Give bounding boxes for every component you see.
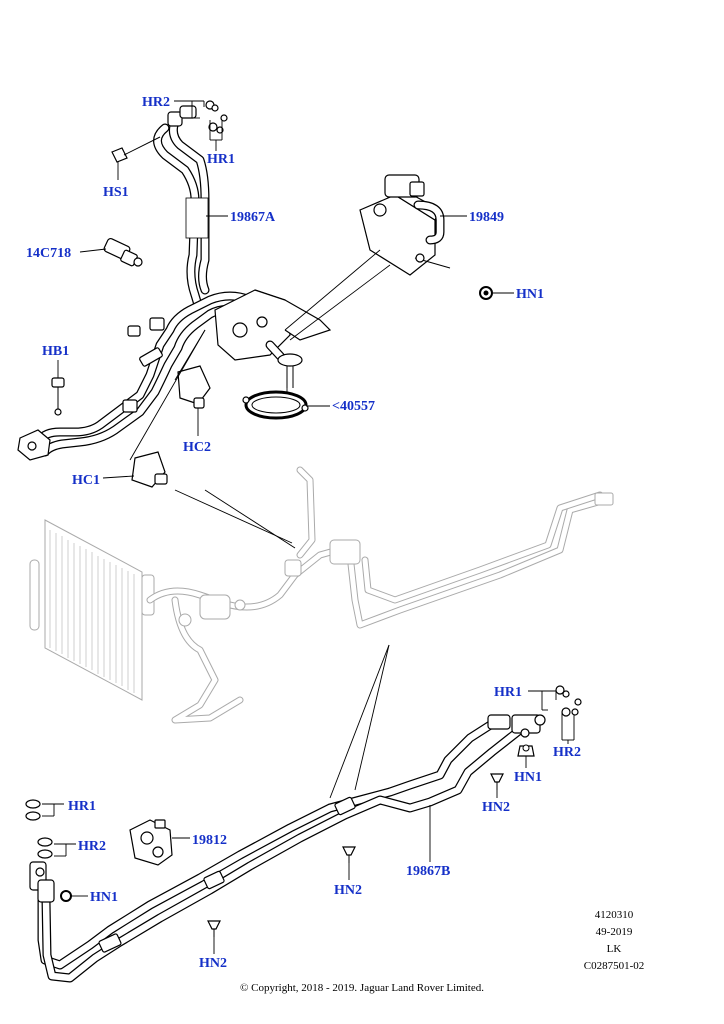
label-hr1-right: HR1 (494, 685, 522, 700)
lower-pipe-assembly (29, 714, 546, 983)
vehicle-assembly-ghost (29, 466, 614, 724)
label-hn1-left: HN1 (90, 890, 118, 905)
hn1-nut-top (479, 286, 493, 300)
label-hs1: HS1 (103, 185, 129, 200)
label-hb1: HB1 (42, 344, 69, 359)
hn2-pins (207, 773, 504, 937)
hr-clips-right (555, 685, 582, 717)
label-19867b: 19867B (406, 864, 450, 879)
hr-clips-top (205, 100, 228, 134)
label-hc1: HC1 (72, 473, 100, 488)
label-hr2-right: HR2 (553, 745, 581, 760)
hc2-sensor (177, 365, 211, 409)
part-labels: HR2 HR1 HS1 19867A 14C718 19849 HN1 HB1 … (26, 95, 581, 971)
hc1-sensor (131, 451, 168, 488)
label-19867a: 19867A (230, 210, 276, 225)
hn1-nut-left (60, 890, 72, 902)
drawing-number: 4120310 (594, 909, 634, 921)
drawing-info-block: 4120310 49-2019 LK C0287501-02 (570, 907, 658, 975)
gasket-40557 (242, 390, 309, 420)
label-19849: 19849 (469, 210, 504, 225)
label-hn2-bottom: HN2 (199, 956, 227, 971)
condenser-ghost (29, 519, 155, 701)
bracket-19812 (129, 819, 173, 866)
label-hn2-mid: HN2 (334, 883, 362, 898)
drawing-date: 49-2019 (595, 926, 633, 938)
copyright-text: © Copyright, 2018 - 2019. Jaguar Land Ro… (240, 982, 484, 994)
drawing-code: LK (606, 943, 622, 955)
leader-lines (42, 100, 575, 954)
label-40557: <40557 (332, 399, 375, 414)
label-hr2-left: HR2 (78, 839, 106, 854)
label-hr1-left: HR1 (68, 799, 96, 814)
label-hc2: HC2 (183, 440, 211, 455)
valve-19849 (359, 174, 451, 276)
label-hr1-top: HR1 (207, 152, 235, 167)
label-hr2-top: HR2 (142, 95, 170, 110)
label-19812: 19812 (192, 833, 227, 848)
central-block (214, 289, 332, 388)
label-hn1-top: HN1 (516, 287, 544, 302)
hr-clips-left (25, 799, 53, 859)
label-14c718: 14C718 (26, 246, 71, 261)
drawing-reference: C0287501-02 (583, 960, 645, 972)
upper-pipe-assembly (17, 100, 493, 488)
label-hn2-right: HN2 (482, 800, 510, 815)
hn1-nut-right (517, 744, 535, 757)
hs1-bolt (111, 136, 161, 163)
label-hn1-right: HN1 (514, 770, 542, 785)
sensor-14c718 (103, 237, 143, 267)
hb1-bolt (51, 377, 65, 416)
